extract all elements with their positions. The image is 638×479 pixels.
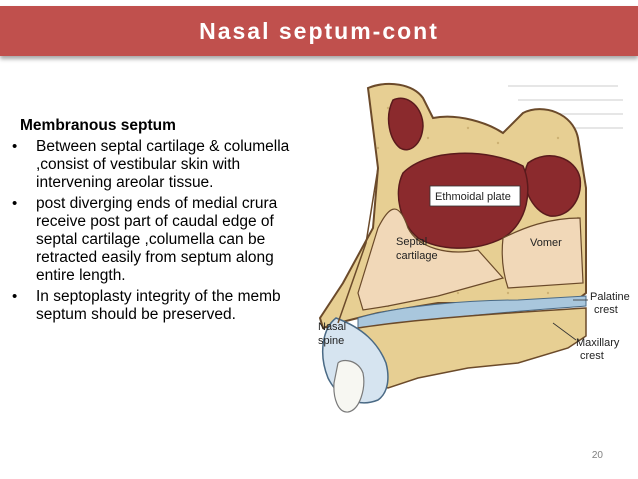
label-vomer: Vomer (530, 237, 562, 249)
bullet-glyph: • (12, 138, 18, 155)
label-ethmoidal-plate: Ethmoidal plate (435, 191, 511, 203)
nasal-septum-diagram: Ethmoidal plate Septal cartilage Vomer P… (318, 82, 630, 413)
bullet-glyph: • (12, 194, 18, 212)
bullet-item: • Between septal cartilage & columella ,… (10, 138, 310, 193)
slide-title: Nasal septum-cont (199, 17, 439, 44)
slide-content: Membranous septum • Between septal carti… (10, 116, 310, 326)
label-maxillary: Maxillary (576, 337, 620, 349)
label-palatine-crest: crest (594, 304, 618, 316)
label-nasal: Nasal (318, 321, 346, 333)
septal-cartilage (357, 208, 505, 311)
septal-edge-line (337, 167, 379, 324)
maxillary-region (357, 307, 587, 389)
frontal-sinus (387, 97, 424, 151)
title-bar: Nasal septum-cont (0, 6, 638, 56)
bullet-text: In septoplasty integrity of the memb sep… (36, 287, 281, 323)
label-nasal-spine: spine (318, 335, 344, 347)
bullet-text: post diverging ends of medial crura rece… (36, 194, 278, 285)
bullet-glyph: • (12, 287, 18, 305)
subheading: Membranous septum (20, 117, 176, 134)
bullet-list: • Between septal cartilage & columella ,… (10, 138, 310, 324)
bullet-item: • In septoplasty integrity of the memb s… (10, 288, 310, 324)
tooth (333, 359, 365, 413)
label-cartilage: cartilage (396, 250, 438, 262)
page-number: 20 (591, 450, 603, 461)
vomer (501, 217, 584, 289)
leader-lines (552, 299, 588, 341)
label-septal: Septal (396, 236, 427, 248)
label-palatine: Palatine (590, 291, 630, 303)
label-maxillary-crest: crest (580, 350, 604, 362)
bullet-item: • post diverging ends of medial crura re… (10, 195, 310, 286)
bullet-text: Between septal cartilage & columella ,co… (36, 138, 290, 192)
ethmoidal-plate-label-box (429, 185, 521, 207)
